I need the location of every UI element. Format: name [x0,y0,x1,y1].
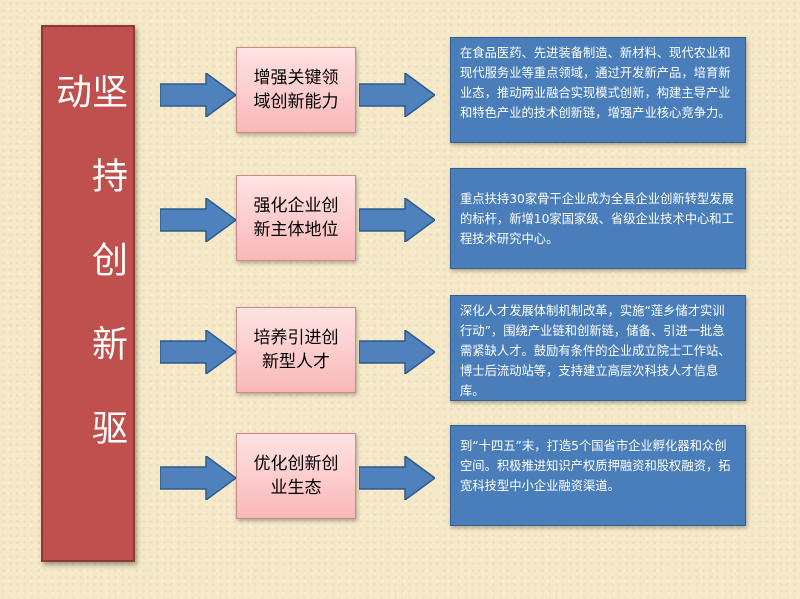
arrow-right-icon [359,330,435,374]
arrow-right-icon [359,456,435,500]
step-box-1: 增强关键领域创新能力 [236,47,356,133]
arrow-right-icon [160,330,236,374]
arrow-right-icon [359,198,435,242]
description-text: 重点扶持30家骨干企业成为全县企业创新转型发展的标杆，新增10家国家级、省级企业… [460,192,734,246]
step-box-4: 优化创新创业生态 [236,433,356,519]
description-box-2: 重点扶持30家骨干企业成为全县企业创新转型发展的标杆，新增10家国家级、省级企业… [450,168,746,269]
arrow-right-icon [160,456,236,500]
step-label: 培养引进创新型人才 [253,328,339,372]
description-text: 深化人才发展体制机制改革，实施“莲乡储才实训行动”，围绕产业链和创新链，储备、引… [460,304,731,398]
description-box-3: 深化人才发展体制机制改革，实施“莲乡储才实训行动”，围绕产业链和创新链，储备、引… [450,295,746,401]
step-label: 优化创新创业生态 [253,454,339,498]
main-title: 坚持创新驱动 [50,73,127,493]
description-box-4: 到“十四五”末，打造5个国省市企业孵化器和众创空间。积极推进知识产权质押融资和股… [450,425,746,526]
step-label: 增强关键领域创新能力 [253,68,339,112]
step-box-2: 强化企业创新主体地位 [236,175,356,261]
description-box-1: 在食品医药、先进装备制造、新材料、现代农业和现代服务业等重点领域，通过开发新产品… [450,37,746,143]
arrow-right-icon [160,73,236,117]
step-box-3: 培养引进创新型人才 [236,307,356,393]
step-label: 强化企业创新主体地位 [253,196,339,240]
main-title-box: 坚持创新驱动 [41,25,135,562]
description-text: 在食品医药、先进装备制造、新材料、现代农业和现代服务业等重点领域，通过开发新产品… [460,46,731,120]
description-text: 到“十四五”末，打造5个国省市企业孵化器和众创空间。积极推进知识产权质押融资和股… [460,439,731,493]
arrow-right-icon [359,73,435,117]
arrow-right-icon [160,198,236,242]
